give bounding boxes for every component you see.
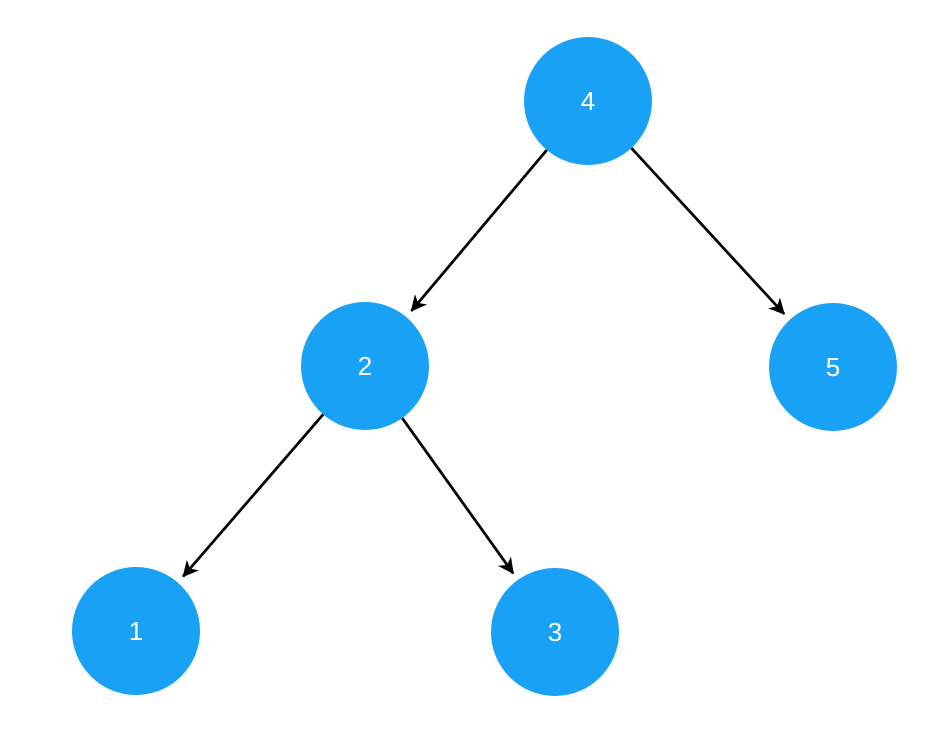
tree-nodes-layer: 4 2 5 1 3: [72, 37, 897, 696]
tree-node-2: 2: [301, 302, 429, 430]
tree-edge-2-3: [401, 417, 515, 575]
tree-node-5: 5: [769, 303, 897, 431]
tree-node-circle-2: [301, 302, 429, 430]
tree-node-label-5: 5: [826, 352, 840, 382]
tree-node-circle-5: [769, 303, 897, 431]
tree-node-label-3: 3: [548, 617, 562, 647]
tree-edge-4-2: [410, 149, 548, 312]
tree-node-circle-1: [72, 567, 200, 695]
tree-node-circle-4: [524, 37, 652, 165]
tree-node-1: 1: [72, 567, 200, 695]
tree-node-circle-3: [491, 568, 619, 696]
tree-node-3: 3: [491, 568, 619, 696]
tree-edge-2-1: [182, 413, 325, 578]
tree-node-label-1: 1: [129, 616, 143, 646]
tree-node-4: 4: [524, 37, 652, 165]
tree-node-label-4: 4: [581, 86, 595, 116]
tree-edges-layer: [182, 147, 786, 578]
tree-node-label-2: 2: [358, 351, 372, 381]
tree-edge-4-5: [630, 147, 786, 315]
